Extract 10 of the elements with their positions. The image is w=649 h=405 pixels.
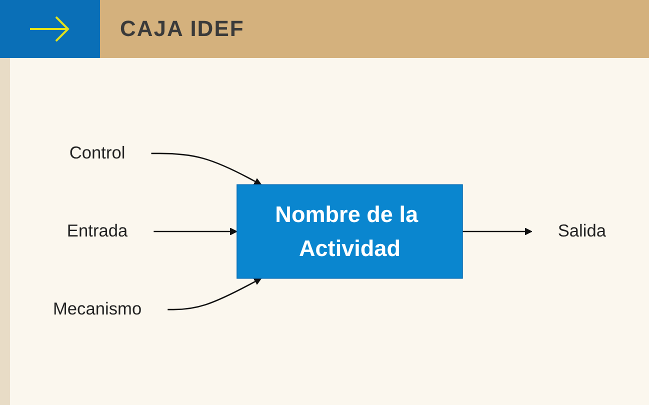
- arrow: [168, 278, 262, 310]
- arrow: [462, 228, 532, 236]
- arrow: [154, 228, 238, 236]
- node-text: Mecanismo: [52, 300, 142, 320]
- title: CAJA IDEF: [120, 16, 244, 42]
- node-text: Entrada: [66, 222, 128, 242]
- node-text: Salida: [558, 222, 606, 242]
- arrow: [151, 152, 262, 186]
- node-text: Control: [69, 144, 126, 163]
- node-box: Nombre de la Actividad: [236, 184, 463, 279]
